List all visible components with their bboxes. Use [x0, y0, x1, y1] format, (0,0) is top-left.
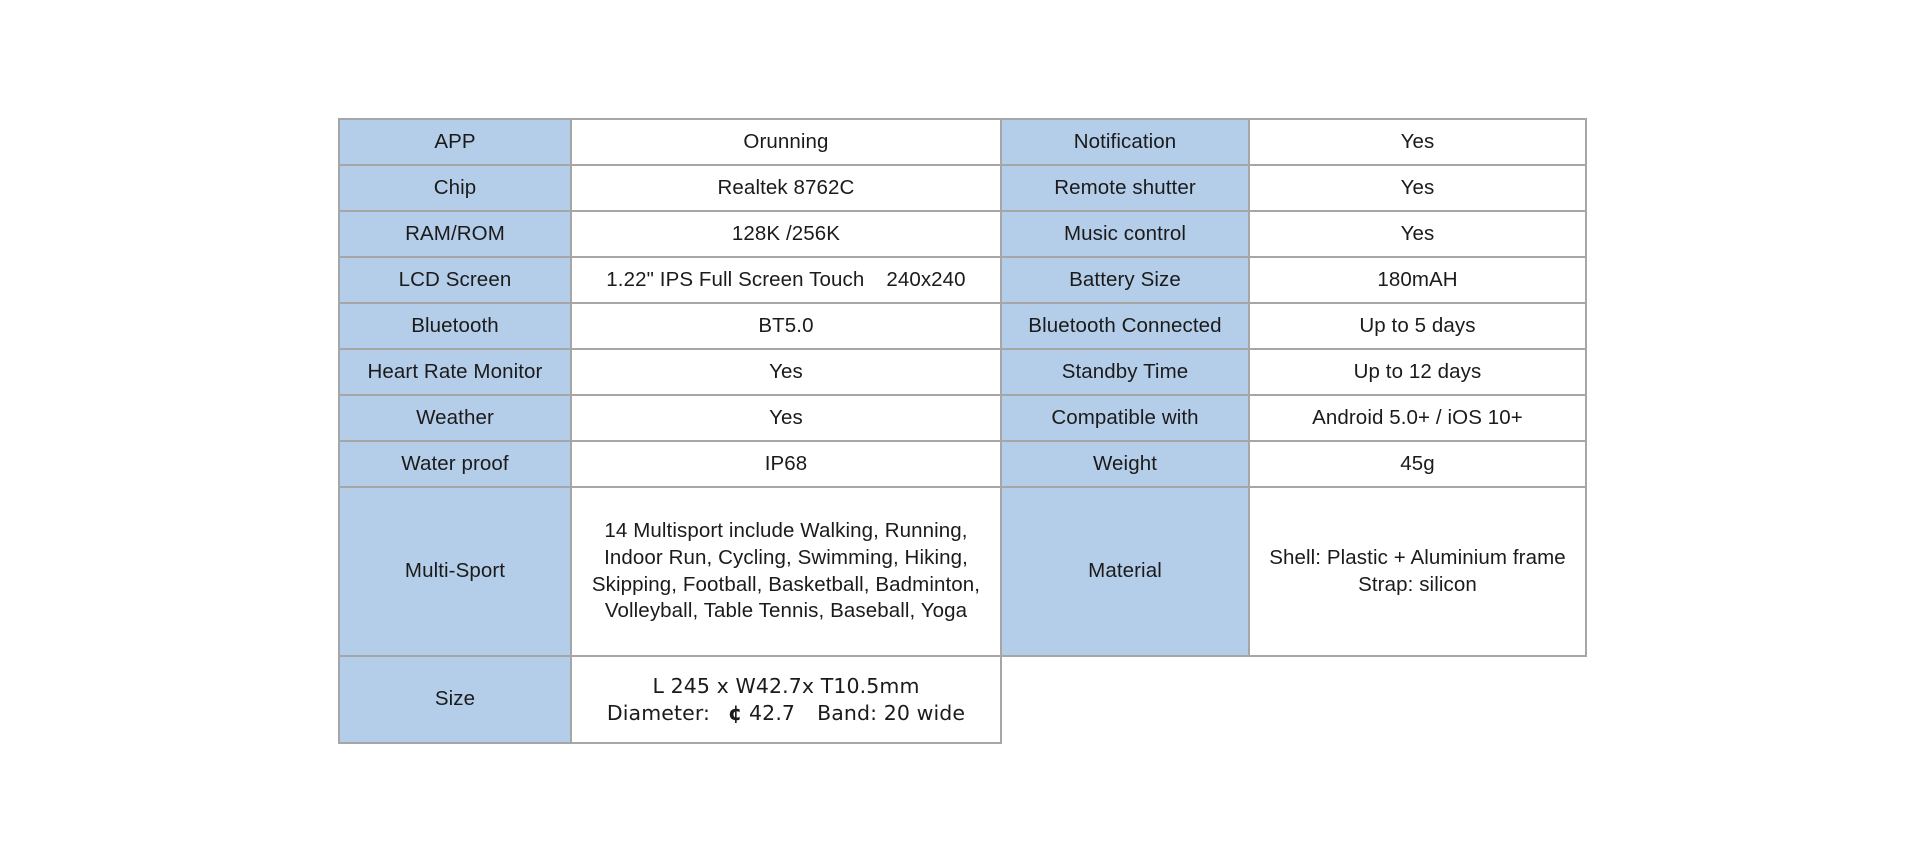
spec-value-standby-time: Up to 12 days: [1248, 348, 1587, 396]
spec-label-size: Size: [338, 655, 572, 744]
table-row: Weather Yes Compatible with Android 5.0+…: [338, 394, 1587, 442]
spec-label-notification: Notification: [1000, 118, 1250, 166]
spec-value-bluetooth-connected: Up to 5 days: [1248, 302, 1587, 350]
spec-value-water-proof: IP68: [570, 440, 1002, 488]
table-row: Heart Rate Monitor Yes Standby Time Up t…: [338, 348, 1587, 396]
spec-value-notification: Yes: [1248, 118, 1587, 166]
spec-label-lcd-screen: LCD Screen: [338, 256, 572, 304]
spec-value-material: Shell: Plastic + Aluminium frame Strap: …: [1248, 486, 1587, 657]
specification-table: APP Orunning Notification Yes Chip Realt…: [338, 118, 1587, 744]
multi-sport-line: Volleyball, Table Tennis, Baseball, Yoga: [604, 599, 968, 623]
spec-value-heart-rate-monitor: Yes: [570, 348, 1002, 396]
spec-value-compatible-with: Android 5.0+ / iOS 10+: [1248, 394, 1587, 442]
spec-label-standby-time: Standby Time: [1000, 348, 1250, 396]
spec-value-battery-size: 180mAH: [1248, 256, 1587, 304]
multi-sport-line: 14 Multisport include Walking, Running,: [604, 519, 968, 543]
table-row: LCD Screen 1.22" IPS Full Screen Touch 24…: [338, 256, 1587, 304]
size-band-value: Band: 20 wide: [817, 700, 966, 725]
material-line-strap: Strap: silicon: [1358, 572, 1477, 596]
spec-label-app: APP: [338, 118, 572, 166]
spec-label-battery-size: Battery Size: [1000, 256, 1250, 304]
spec-value-size: L 245 x W42.7x T10.5mm Diameter: ¢ 42.7 Ba…: [570, 655, 1002, 744]
spec-label-ram-rom: RAM/ROM: [338, 210, 572, 258]
size-line-diameter-band: Diameter: ¢ 42.7 Band: 20 wide: [578, 700, 994, 727]
table-row: Bluetooth BT5.0 Bluetooth Connected Up t…: [338, 302, 1587, 350]
spec-value-app: Orunning: [570, 118, 1002, 166]
spec-label-weather: Weather: [338, 394, 572, 442]
table-row: APP Orunning Notification Yes: [338, 118, 1587, 166]
spec-value-multi-sport: 14 Multisport include Walking, Running, …: [570, 486, 1002, 657]
spec-label-chip: Chip: [338, 164, 572, 212]
table-row: RAM/ROM 128K /256K Music control Yes: [338, 210, 1587, 258]
spec-label-bluetooth: Bluetooth: [338, 302, 572, 350]
size-diameter-prefix: Diameter:: [606, 700, 711, 725]
spec-label-compatible-with: Compatible with: [1000, 394, 1250, 442]
spec-value-weather: Yes: [570, 394, 1002, 442]
table-row: Chip Realtek 8762C Remote shutter Yes: [338, 164, 1587, 212]
table-row-multisport: Multi-Sport 14 Multisport include Walkin…: [338, 486, 1587, 657]
spec-value-lcd-screen-resolution: 240x240: [886, 267, 966, 291]
multi-sport-line: Indoor Run, Cycling, Swimming, Hiking,: [604, 545, 968, 569]
spec-value-lcd-screen: 1.22" IPS Full Screen Touch 240x240: [570, 256, 1002, 304]
spec-value-chip: Realtek 8762C: [570, 164, 1002, 212]
spec-label-material: Material: [1000, 486, 1250, 657]
spec-label-water-proof: Water proof: [338, 440, 572, 488]
spec-value-weight: 45g: [1248, 440, 1587, 488]
spec-value-lcd-screen-main: 1.22" IPS Full Screen Touch: [606, 267, 865, 291]
spec-label-weight: Weight: [1000, 440, 1250, 488]
size-diameter-value: 42.7: [749, 700, 796, 725]
spec-value-bluetooth: BT5.0: [570, 302, 1002, 350]
specification-table-container: APP Orunning Notification Yes Chip Realt…: [338, 118, 1587, 744]
size-line-dimensions: L 245 x W42.7x T10.5mm: [652, 673, 920, 698]
spec-label-heart-rate-monitor: Heart Rate Monitor: [338, 348, 572, 396]
table-row-size: Size L 245 x W42.7x T10.5mm Diameter: ¢ 4…: [338, 655, 1586, 744]
spec-label-remote-shutter: Remote shutter: [1000, 164, 1250, 212]
multi-sport-line: Skipping, Football, Basketball, Badminto…: [591, 572, 981, 596]
table-row: Water proof IP68 Weight 45g: [338, 440, 1587, 488]
spec-label-bluetooth-connected: Bluetooth Connected: [1000, 302, 1250, 350]
spec-value-remote-shutter: Yes: [1248, 164, 1587, 212]
material-line-shell: Shell: Plastic + Aluminium frame: [1269, 545, 1566, 569]
spec-label-multi-sport: Multi-Sport: [338, 486, 572, 657]
diameter-symbol-icon: ¢: [728, 700, 743, 725]
spec-value-music-control: Yes: [1248, 210, 1587, 258]
spec-label-music-control: Music control: [1000, 210, 1250, 258]
spec-value-ram-rom: 128K /256K: [570, 210, 1002, 258]
